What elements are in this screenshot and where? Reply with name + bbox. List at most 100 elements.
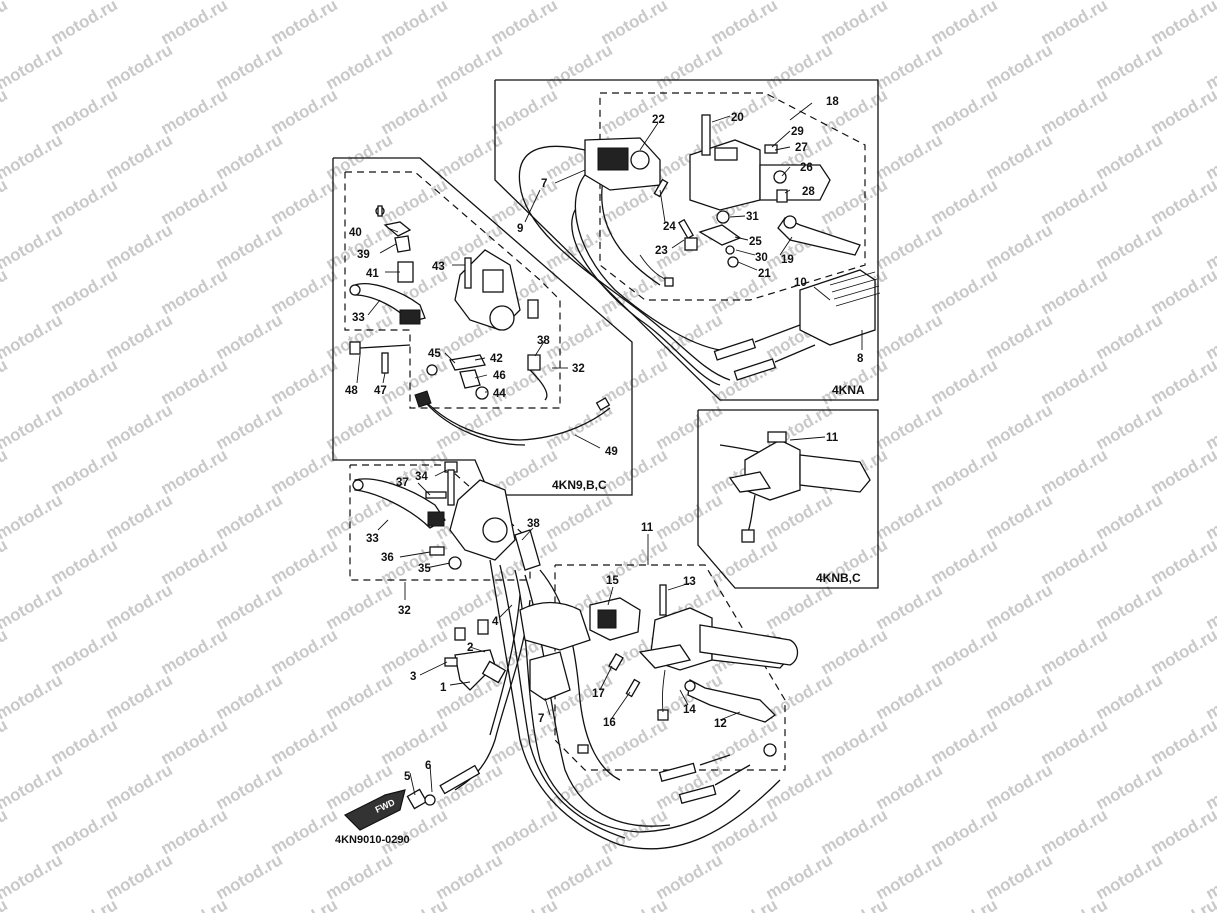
callout-47: 47 (374, 385, 387, 397)
watermark-text: motod.ru (0, 580, 66, 633)
watermark-text: motod.ru (158, 355, 231, 408)
watermark-text: motod.ru (0, 265, 11, 318)
watermark-text: motod.ru (103, 850, 176, 903)
callout-33-bottom: 33 (366, 533, 379, 545)
watermark-text: motod.ru (928, 0, 1001, 48)
watermark-text: motod.ru (0, 175, 11, 228)
watermark-text: motod.ru (928, 355, 1001, 408)
watermark-text: motod.ru (158, 175, 231, 228)
panel-label-4kna: 4KNA (832, 383, 865, 397)
watermark-text: motod.ru (158, 265, 231, 318)
watermark-text: motod.ru (1148, 445, 1217, 498)
watermark-text: motod.ru (213, 400, 286, 453)
watermark-text: motod.ru (48, 85, 121, 138)
watermark-text: motod.ru (708, 535, 781, 588)
watermark-text: motod.ru (0, 625, 11, 678)
watermark-text: motod.ru (488, 805, 561, 858)
watermark-text: motod.ru (983, 580, 1056, 633)
watermark-text: motod.ru (158, 895, 231, 913)
watermark-text: motod.ru (213, 310, 286, 363)
callout-38-bottom: 38 (527, 518, 540, 530)
watermark-text: motod.ru (873, 400, 946, 453)
watermark-text: motod.ru (983, 760, 1056, 813)
watermark-text: motod.ru (818, 805, 891, 858)
watermark-text: motod.ru (763, 40, 836, 93)
callout-17: 17 (592, 688, 605, 700)
watermark-text: motod.ru (0, 310, 66, 363)
callout-26: 26 (800, 162, 813, 174)
watermark-text: motod.ru (928, 265, 1001, 318)
watermark-text: motod.ru (1038, 85, 1111, 138)
watermark-text: motod.ru (488, 715, 561, 768)
watermark-text: motod.ru (818, 715, 891, 768)
callout-16: 16 (603, 717, 616, 729)
callout-14: 14 (683, 704, 696, 716)
watermark-text: motod.ru (158, 85, 231, 138)
callout-13: 13 (683, 576, 696, 588)
watermark-text: motod.ru (1148, 715, 1217, 768)
watermark-text: motod.ru (213, 580, 286, 633)
callout-41: 41 (366, 268, 379, 280)
watermark-text: motod.ru (268, 625, 341, 678)
watermark-text: motod.ru (0, 850, 66, 903)
callout-44: 44 (493, 388, 506, 400)
watermark-text: motod.ru (1038, 715, 1111, 768)
watermark-text: motod.ru (708, 0, 781, 48)
callout-21: 21 (758, 268, 771, 280)
watermark-text: motod.ru (268, 85, 341, 138)
watermark-text: motod.ru (103, 220, 176, 273)
watermark-text: motod.ru (0, 715, 11, 768)
watermark-text: motod.ru (213, 490, 286, 543)
callout-25: 25 (749, 236, 762, 248)
watermark-text: motod.ru (0, 0, 11, 48)
watermark-text: motod.ru (103, 40, 176, 93)
watermark-text: motod.ru (268, 175, 341, 228)
watermark-text: motod.ru (268, 535, 341, 588)
watermark-text: motod.ru (158, 805, 231, 858)
watermark-text: motod.ru (983, 400, 1056, 453)
watermark-text: motod.ru (213, 40, 286, 93)
watermark-text: motod.ru (0, 40, 66, 93)
watermark-text: motod.ru (48, 895, 121, 913)
watermark-text: motod.ru (378, 715, 451, 768)
watermark-text: motod.ru (983, 850, 1056, 903)
watermark-text: motod.ru (48, 355, 121, 408)
watermark-text: motod.ru (873, 220, 946, 273)
watermark-text: motod.ru (0, 0, 66, 3)
callout-49: 49 (605, 446, 618, 458)
watermark-text: motod.ru (1038, 535, 1111, 588)
watermark-text: motod.ru (1038, 265, 1111, 318)
watermark-text: motod.ru (268, 445, 341, 498)
watermark-text: motod.ru (0, 220, 66, 273)
watermark-text: motod.ru (0, 535, 11, 588)
watermark-text: motod.ru (1148, 175, 1217, 228)
watermark-text: motod.ru (48, 0, 121, 48)
watermark-text: motod.ru (158, 715, 231, 768)
watermark-text: motod.ru (0, 445, 11, 498)
callout-42: 42 (490, 353, 503, 365)
drawing-code: 4KN9010-0290 (335, 834, 410, 846)
watermark-text: motod.ru (103, 490, 176, 543)
callout-8: 8 (857, 353, 864, 365)
watermark-text: motod.ru (983, 220, 1056, 273)
watermark-text: motod.ru (158, 535, 231, 588)
watermark-text: motod.ru (543, 40, 616, 93)
watermark-text: motod.ru (1038, 175, 1111, 228)
watermark-text: motod.ru (0, 400, 66, 453)
callout-24: 24 (663, 221, 676, 233)
callout-29: 29 (791, 126, 804, 138)
watermark-text: motod.ru (158, 445, 231, 498)
watermark-text: motod.ru (1093, 40, 1166, 93)
watermark-text: motod.ru (158, 0, 231, 48)
callout-27: 27 (795, 142, 808, 154)
watermark-text: motod.ru (1093, 490, 1166, 543)
watermark-text: motod.ru (0, 85, 11, 138)
callout-35: 35 (418, 563, 431, 575)
watermark-text: motod.ru (873, 130, 946, 183)
watermark-text: motod.ru (818, 895, 891, 913)
watermark-text: motod.ru (48, 715, 121, 768)
watermark-text: motod.ru (653, 40, 726, 93)
watermark-text: motod.ru (48, 445, 121, 498)
callout-1: 1 (440, 682, 447, 694)
watermark-text: motod.ru (818, 85, 891, 138)
